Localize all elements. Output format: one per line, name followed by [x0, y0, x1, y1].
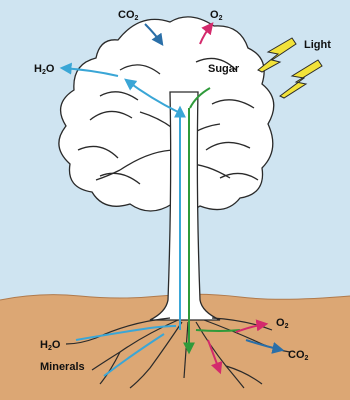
h2o-label-root: H2O	[40, 340, 60, 352]
o2-label-root: O2	[276, 318, 288, 330]
co2-label-top: CO2	[118, 10, 138, 22]
sugar-label: Sugar	[208, 64, 239, 75]
sugar-flow-root	[196, 330, 240, 331]
o2-label-top: O2	[210, 10, 222, 22]
light-label: Light	[304, 40, 331, 51]
h2o-label-left: H2O	[34, 64, 54, 76]
co2-label-root: CO2	[288, 350, 308, 362]
minerals-label: Minerals	[40, 362, 85, 373]
